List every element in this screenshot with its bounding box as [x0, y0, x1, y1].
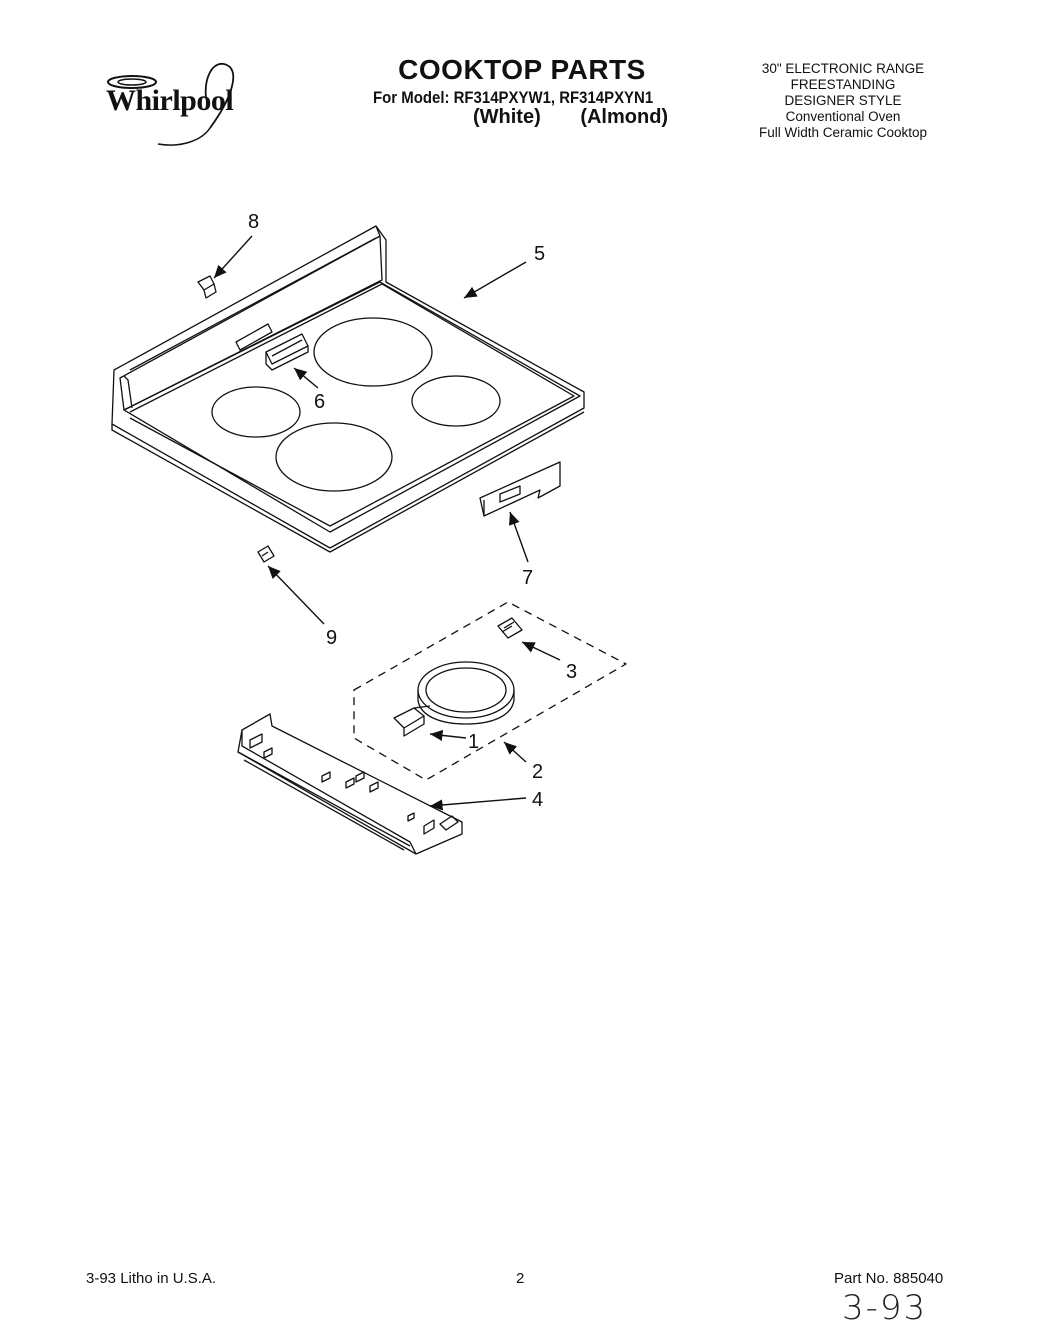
color-variants: (White) (Almond)	[473, 106, 668, 129]
element-assembly-outline	[353, 601, 627, 781]
leader-8	[213, 235, 253, 279]
callout-2: 2	[532, 761, 543, 783]
callout-4: 4	[532, 789, 543, 811]
product-description: 30" ELECTRONIC RANGE FREESTANDING DESIGN…	[738, 61, 948, 141]
clip-part-8	[197, 275, 217, 299]
callout-3: 3	[566, 661, 577, 683]
callout-6: 6	[314, 391, 325, 413]
logo-swirl-icon	[107, 63, 235, 146]
leader-4	[429, 797, 527, 811]
bracket-part-6	[265, 333, 309, 371]
part-number: Part No. 885040	[834, 1270, 944, 1287]
cooktop-frame-part	[111, 225, 585, 553]
burner-rear-large	[313, 317, 433, 387]
leader-9	[267, 565, 325, 625]
limiter-part-3	[497, 617, 523, 639]
heating-element-part-1	[393, 661, 515, 737]
callout-5: 5	[534, 243, 545, 265]
trim-part-7	[479, 461, 561, 517]
model-numbers: For Model: RF314PXYW1, RF314PXYN1	[373, 88, 654, 107]
brand-wordmark: Whirlpool	[106, 84, 234, 117]
leader-7	[508, 511, 529, 563]
litho-note: 3-93 Litho in U.S.A.	[86, 1270, 217, 1287]
callout-9: 9	[326, 627, 337, 649]
desc-line: Conventional Oven	[785, 109, 901, 124]
leader-1	[429, 729, 467, 741]
desc-line: DESIGNER STYLE	[784, 93, 902, 108]
clip-part-9	[257, 545, 275, 563]
whirlpool-logo: Whirlpool	[92, 58, 262, 150]
page-number: 2	[516, 1270, 525, 1287]
desc-line: FREESTANDING	[790, 77, 896, 92]
burner-right	[411, 375, 501, 427]
leader-2	[503, 741, 527, 763]
burner-front-large	[275, 422, 393, 492]
color-white-label: (White)	[473, 106, 541, 128]
callout-1: 1	[468, 731, 479, 753]
callout-8: 8	[248, 211, 259, 233]
burner-left	[211, 386, 301, 438]
desc-line: Full Width Ceramic Cooktop	[758, 125, 928, 140]
display-window	[235, 323, 273, 351]
color-almond-label: (Almond)	[580, 106, 669, 128]
callout-7: 7	[522, 567, 533, 589]
support-rail-part-4	[237, 713, 463, 855]
leader-3	[521, 641, 561, 661]
desc-line: 30" ELECTRONIC RANGE	[761, 61, 925, 76]
handwritten-date: 3-93	[842, 1288, 928, 1328]
page-title: COOKTOP PARTS	[398, 54, 646, 85]
leader-6	[293, 367, 319, 389]
leader-5	[463, 261, 527, 299]
